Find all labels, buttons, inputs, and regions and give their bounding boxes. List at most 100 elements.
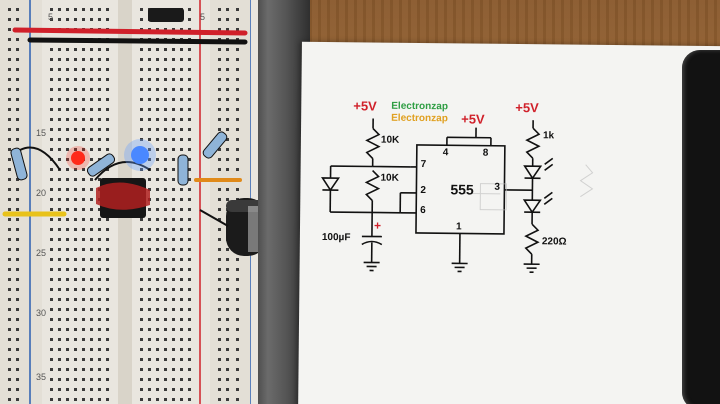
- breadboard-hole: [8, 168, 11, 171]
- breadboard-hole: [236, 328, 239, 331]
- breadboard-hole: [236, 298, 239, 301]
- breadboard-hole: [50, 8, 53, 11]
- breadboard-hole: [98, 378, 101, 381]
- breadboard-hole: [66, 58, 69, 61]
- breadboard-hole: [140, 128, 143, 131]
- breadboard-hole: [66, 328, 69, 331]
- breadboard-hole: [82, 118, 85, 121]
- breadboard-hole: [164, 118, 167, 121]
- breadboard-hole: [90, 218, 93, 221]
- breadboard-hole: [74, 288, 77, 291]
- breadboard-hole: [156, 68, 159, 71]
- breadboard-hole: [8, 108, 11, 111]
- breadboard-hole: [66, 78, 69, 81]
- breadboard-hole: [66, 248, 69, 251]
- breadboard-hole: [58, 308, 61, 311]
- breadboard-hole: [172, 388, 175, 391]
- breadboard-hole: [82, 318, 85, 321]
- breadboard-hole: [90, 8, 93, 11]
- breadboard-hole: [66, 308, 69, 311]
- breadboard-hole: [236, 158, 239, 161]
- breadboard-hole: [50, 368, 53, 371]
- breadboard-hole: [172, 178, 175, 181]
- breadboard-hole: [66, 148, 69, 151]
- breadboard-hole: [218, 308, 221, 311]
- breadboard-hole: [50, 398, 53, 401]
- breadboard-hole: [140, 218, 143, 221]
- breadboard-hole: [16, 298, 19, 301]
- breadboard-hole: [156, 128, 159, 131]
- breadboard-hole: [218, 158, 221, 161]
- breadboard-hole: [82, 358, 85, 361]
- breadboard-hole: [148, 178, 151, 181]
- breadboard-hole: [156, 198, 159, 201]
- breadboard-hole: [140, 88, 143, 91]
- breadboard-hole: [218, 378, 221, 381]
- breadboard-hole: [74, 358, 77, 361]
- breadboard-hole: [82, 348, 85, 351]
- breadboard-hole: [74, 188, 77, 191]
- breadboard-hole: [98, 148, 101, 151]
- breadboard-hole: [58, 58, 61, 61]
- breadboard-hole: [16, 288, 19, 291]
- breadboard-hole: [74, 248, 77, 251]
- breadboard-hole: [188, 348, 191, 351]
- breadboard-hole: [156, 158, 159, 161]
- breadboard-hole: [180, 368, 183, 371]
- breadboard-hole: [74, 208, 77, 211]
- breadboard-hole: [16, 278, 19, 281]
- breadboard-hole: [172, 88, 175, 91]
- row-label: 5: [48, 12, 54, 22]
- breadboard-hole: [188, 178, 191, 181]
- breadboard-hole: [148, 388, 151, 391]
- breadboard-hole: [8, 118, 11, 121]
- breadboard-hole: [188, 108, 191, 111]
- breadboard-hole: [164, 58, 167, 61]
- breadboard-hole: [82, 8, 85, 11]
- breadboard-hole: [16, 108, 19, 111]
- breadboard-hole: [156, 188, 159, 191]
- breadboard-hole: [140, 58, 143, 61]
- breadboard-hole: [90, 348, 93, 351]
- watermark: Electronzap: [391, 112, 448, 125]
- breadboard-hole: [98, 218, 101, 221]
- breadboard-hole: [156, 258, 159, 261]
- breadboard-hole: [90, 318, 93, 321]
- breadboard-hole: [148, 308, 151, 311]
- breadboard-hole: [180, 268, 183, 271]
- breadboard-hole: [106, 328, 109, 331]
- breadboard-hole: [226, 58, 229, 61]
- breadboard-hole: [106, 238, 109, 241]
- breadboard-hole: [82, 68, 85, 71]
- breadboard-hole: [74, 378, 77, 381]
- breadboard-hole: [66, 128, 69, 131]
- breadboard-hole: [218, 238, 221, 241]
- breadboard-hole: [8, 128, 11, 131]
- breadboard-hole: [236, 278, 239, 281]
- breadboard-hole: [8, 288, 11, 291]
- breadboard-hole: [148, 328, 151, 331]
- breadboard-hole: [16, 248, 19, 251]
- breadboard-hole: [218, 58, 221, 61]
- breadboard-hole: [172, 98, 175, 101]
- breadboard-hole: [156, 78, 159, 81]
- breadboard-hole: [140, 98, 143, 101]
- breadboard-hole: [106, 248, 109, 251]
- breadboard-hole: [66, 348, 69, 351]
- breadboard-hole: [90, 78, 93, 81]
- breadboard-hole: [140, 228, 143, 231]
- breadboard-hole: [188, 28, 191, 31]
- breadboard-hole: [236, 68, 239, 71]
- breadboard-hole: [188, 148, 191, 151]
- breadboard-hole: [82, 98, 85, 101]
- breadboard-hole: [82, 378, 85, 381]
- breadboard-hole: [98, 128, 101, 131]
- breadboard-hole: [106, 88, 109, 91]
- breadboard-hole: [90, 378, 93, 381]
- breadboard-hole: [16, 348, 19, 351]
- breadboard-hole: [180, 198, 183, 201]
- breadboard-hole: [106, 308, 109, 311]
- breadboard-hole: [148, 48, 151, 51]
- breadboard-hole: [164, 388, 167, 391]
- breadboard-hole: [218, 108, 221, 111]
